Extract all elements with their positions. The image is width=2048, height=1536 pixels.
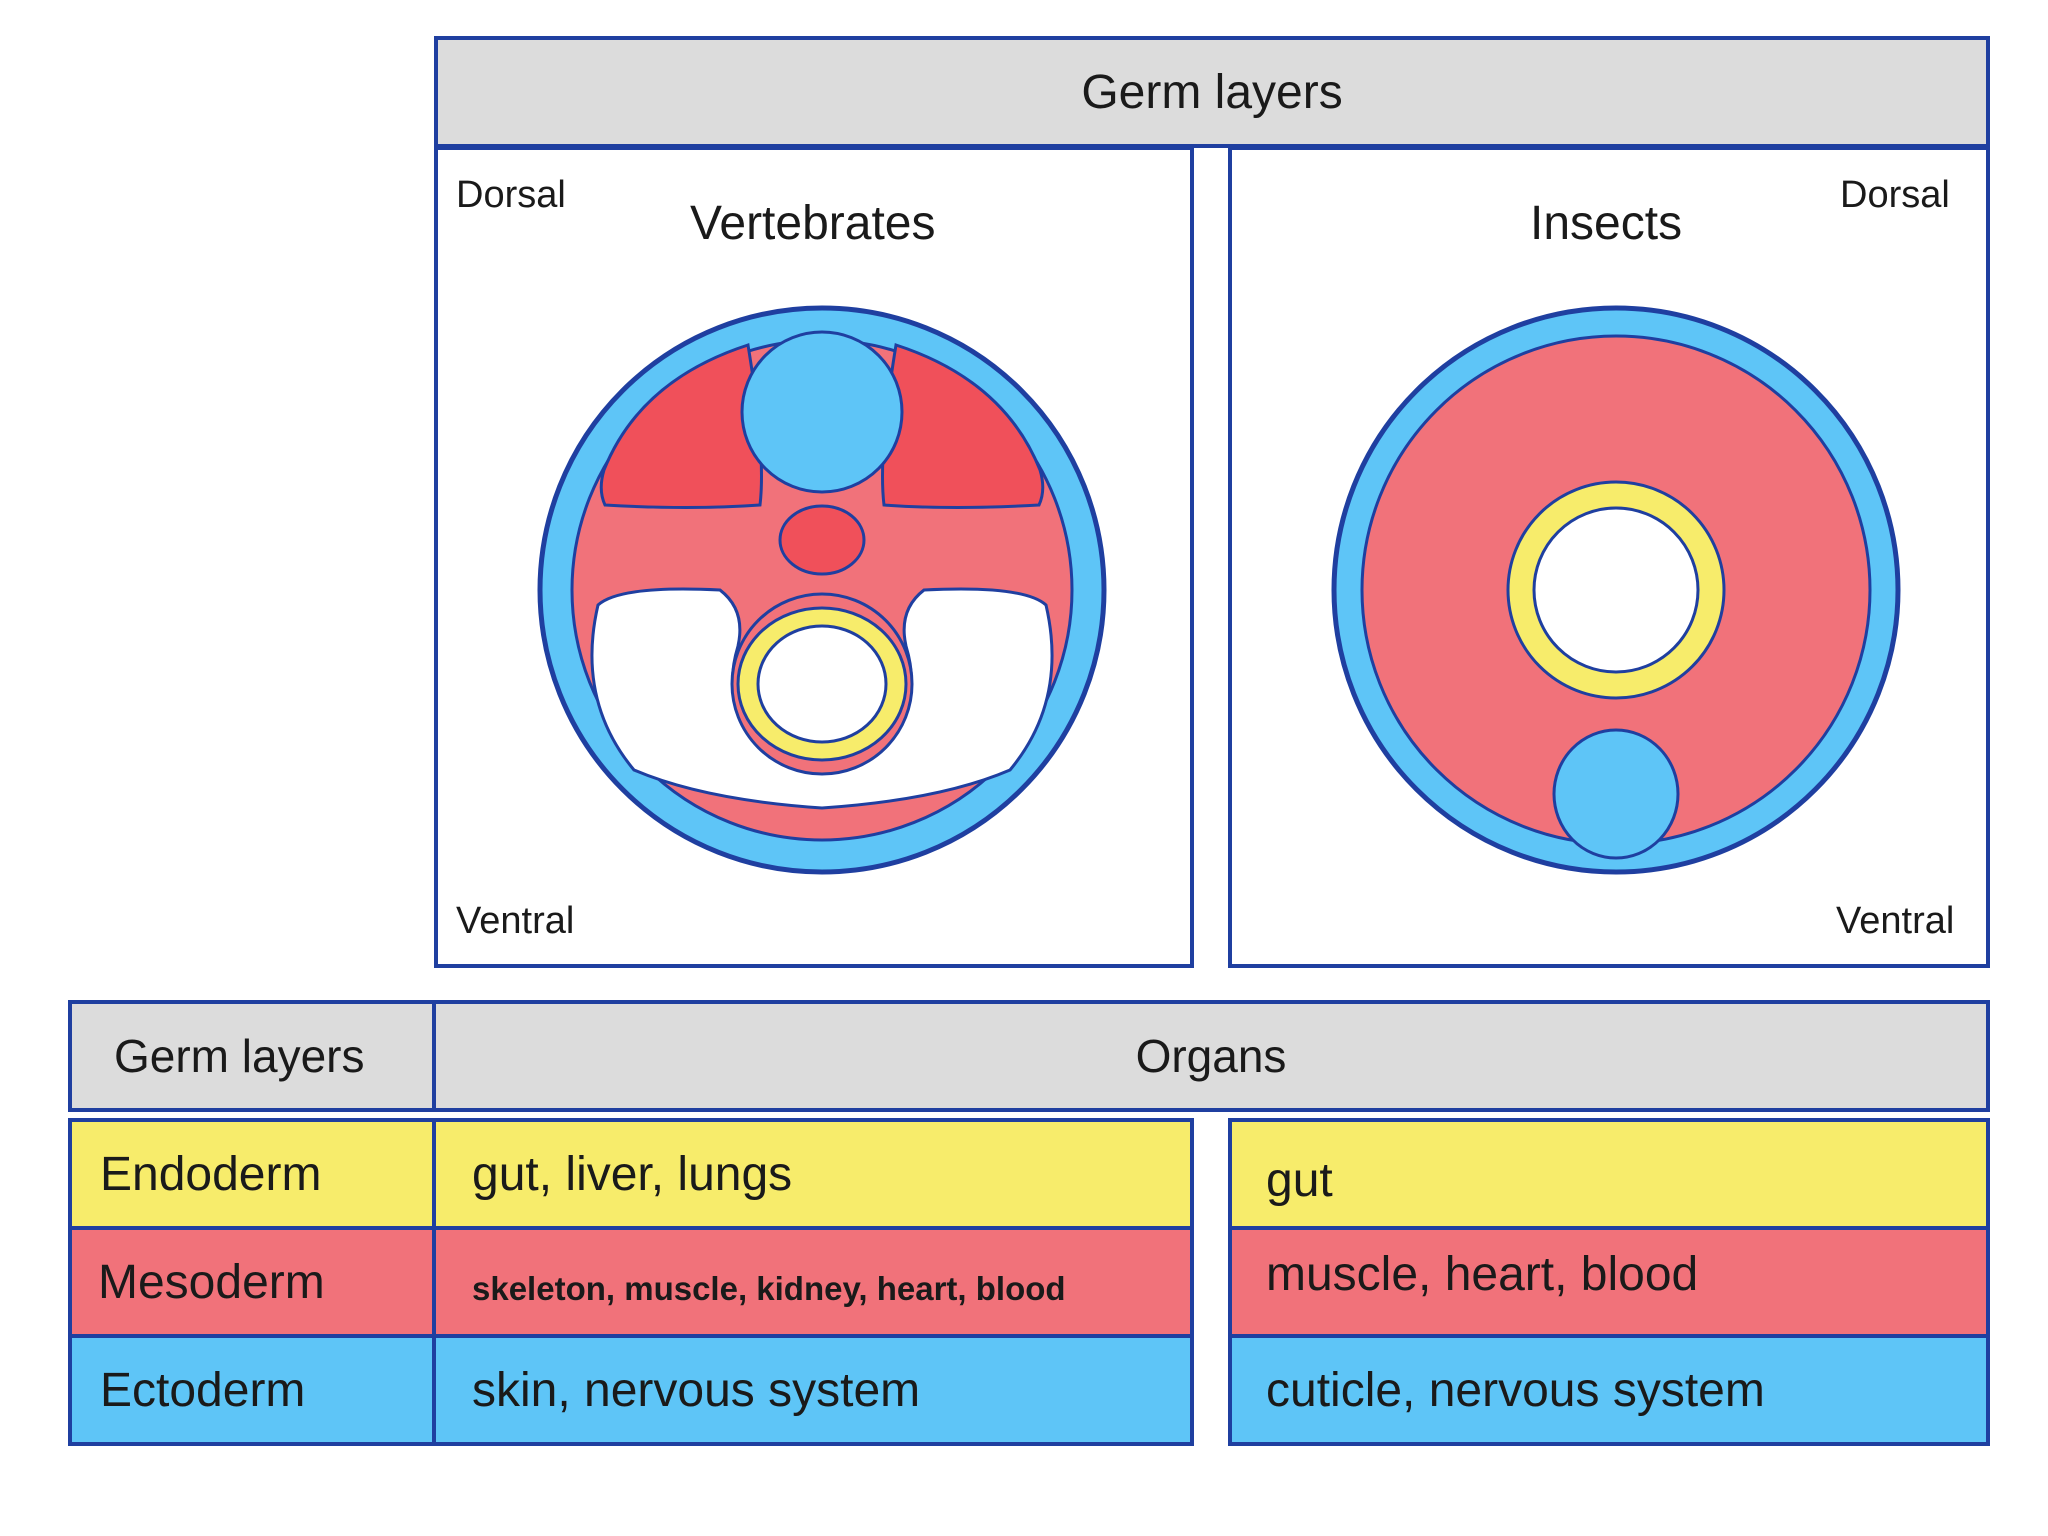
table-row-endoderm-insects: gut xyxy=(1228,1118,1990,1230)
vertebrates-title: Vertebrates xyxy=(690,197,936,250)
table-row-ectoderm-vertebrates: skin, nervous system xyxy=(432,1334,1194,1446)
insect-gut-lumen xyxy=(1532,506,1700,674)
table-row-endoderm-vertebrates: gut, liver, lungs xyxy=(432,1118,1194,1230)
table-row-endoderm-layer: Endoderm xyxy=(68,1118,436,1230)
table-row-mesoderm-vertebrates: skeleton, muscle, kidney, heart, blood xyxy=(432,1226,1194,1338)
insects-ventral-label: Ventral xyxy=(1836,900,1955,942)
vertebrate-cross-section xyxy=(537,305,1107,875)
table-row-mesoderm-insects: muscle, heart, blood xyxy=(1228,1226,1990,1338)
insect-nerve-cord xyxy=(1552,728,1680,860)
vertebrate-gut-lumen xyxy=(756,624,888,744)
table-header-germ-layers: Germ layers xyxy=(68,1000,436,1112)
insects-dorsal-label: Dorsal xyxy=(1840,174,1950,216)
vertebrates-ventral-label: Ventral xyxy=(456,900,575,942)
germ-layers-header-title: Germ layers xyxy=(1081,65,1343,119)
vertebrate-coelom xyxy=(590,587,1054,810)
germ-layers-header: Germ layers xyxy=(434,36,1990,148)
vertebrate-neural-tube xyxy=(740,330,904,494)
vertebrate-notochord xyxy=(778,504,866,576)
vertebrate-somite-right xyxy=(881,343,1045,509)
table-header-organs: Organs xyxy=(432,1000,1990,1112)
insect-cross-section xyxy=(1331,305,1901,875)
insects-title: Insects xyxy=(1530,197,1683,250)
table-row-ectoderm-insects: cuticle, nervous system xyxy=(1228,1334,1990,1446)
table-row-ectoderm-layer: Ectoderm xyxy=(68,1334,436,1446)
vertebrates-dorsal-label: Dorsal xyxy=(456,174,566,216)
table-row-mesoderm-layer: Mesoderm xyxy=(68,1226,436,1338)
vertebrate-somite-left xyxy=(599,343,763,509)
